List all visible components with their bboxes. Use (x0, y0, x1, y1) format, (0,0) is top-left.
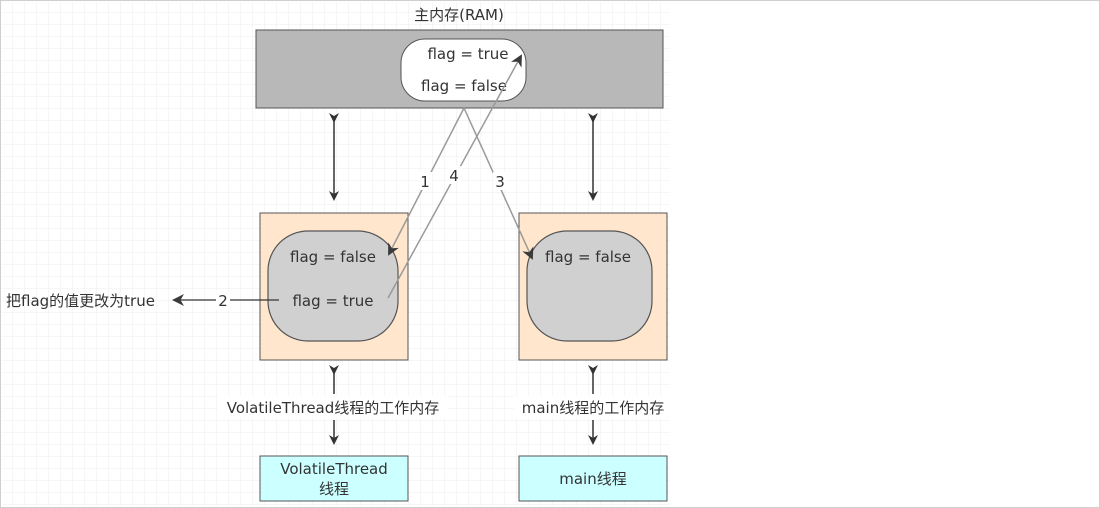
step1-label-bg (418, 172, 432, 190)
volatile-thread-box (259, 455, 409, 502)
volatile-work-label-bg (218, 396, 448, 418)
volatile-flag-true: flag = true (292, 292, 373, 310)
volatile-thread-label-line2: 线程 (319, 480, 349, 498)
step4-label-bg (447, 166, 461, 184)
main-thread-label: main线程 (559, 470, 626, 488)
main-memory-title: 主内存(RAM) (414, 6, 504, 24)
main-cache-cell (526, 230, 653, 342)
main-thread-box (518, 455, 668, 502)
main-work-label-bg (514, 396, 670, 418)
main-memory-flag-cell (400, 38, 527, 102)
volatile-thread-label-line1: VolatileThread (280, 460, 388, 478)
main-flag-false: flag = false (545, 248, 631, 266)
volatile-cache-cell (267, 230, 399, 342)
volatile-flag-false: flag = false (290, 248, 376, 266)
main-memory-flag-true: flag = true (427, 45, 508, 63)
annotation-text: 把flag的值更改为true (6, 292, 155, 310)
volatile-work-memory-label: VolatileThread线程的工作内存 (227, 399, 440, 417)
step2-label-bg (216, 291, 230, 309)
step4-label: 4 (449, 167, 459, 185)
main-work-memory-label: main线程的工作内存 (522, 399, 664, 417)
main-memory-flag-false: flag = false (421, 77, 507, 95)
step2-label: 2 (218, 292, 228, 310)
step3-label-bg (493, 172, 507, 190)
step3-label: 3 (495, 173, 505, 191)
step1-label: 1 (420, 173, 430, 191)
